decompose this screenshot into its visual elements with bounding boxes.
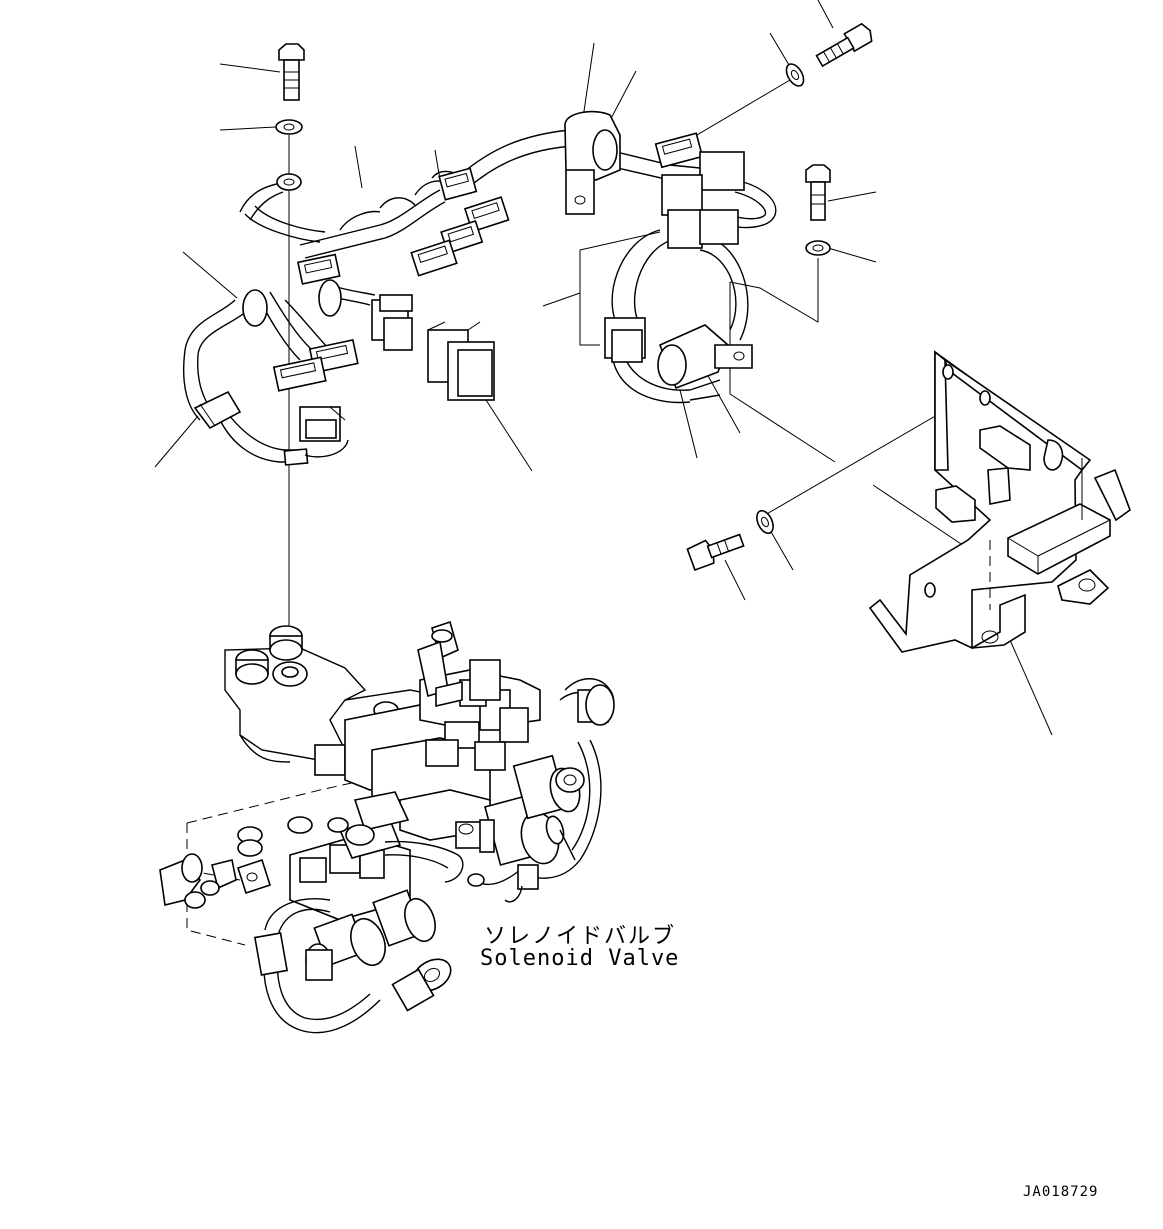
wire-harness-left (183, 129, 573, 466)
wire-harness-center (564, 110, 777, 404)
washer-lower-right (756, 509, 774, 535)
solenoid-label-jp: ソレノイドバルブ (484, 924, 677, 949)
connector-box (427, 321, 495, 401)
clamp-lower (657, 324, 753, 390)
bolt-right (805, 164, 831, 221)
bracket (868, 350, 1131, 653)
drawing-code: JA018729 (1023, 1184, 1099, 1200)
bolt-top-left (278, 43, 305, 101)
solenoid-valve (159, 620, 615, 1034)
solenoid-label-en: Solenoid Valve (480, 946, 680, 971)
clamp-top (564, 110, 621, 215)
washer-top-left (275, 119, 303, 135)
washer-top-right (785, 63, 805, 87)
connectors-left (272, 167, 510, 442)
bolt-lower-right (686, 533, 745, 571)
bolt-top-right (815, 22, 873, 68)
washer-right (805, 240, 831, 256)
